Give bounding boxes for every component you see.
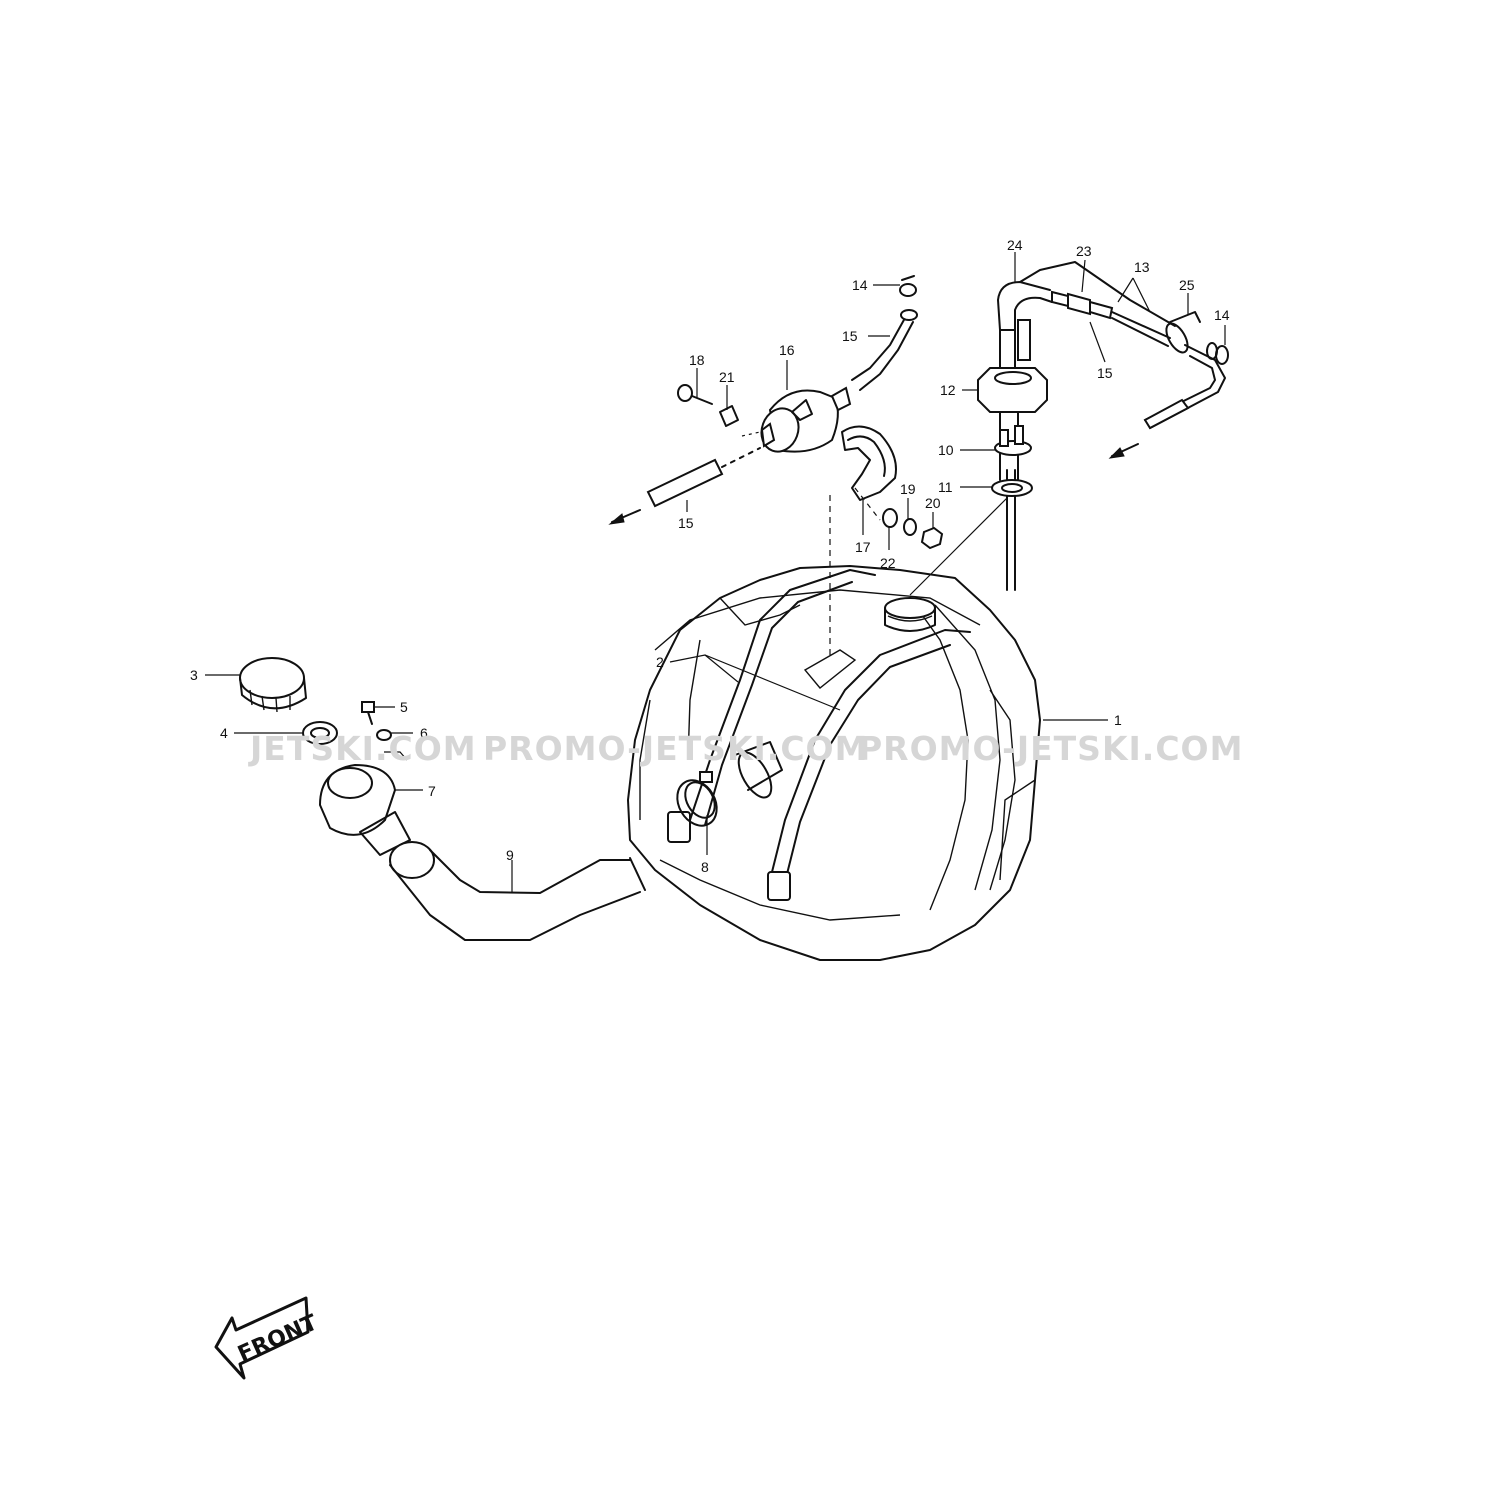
tank-strap: [667, 569, 971, 901]
pickup-flange-10: [994, 425, 1032, 456]
watermark-1: JETSKI.COM: [248, 729, 477, 768]
fuel-hose-15-top: [851, 309, 918, 391]
collar-22: [882, 508, 898, 528]
bolt-5: [361, 701, 375, 725]
washer-6: [376, 729, 392, 741]
band-25: [1165, 311, 1201, 354]
callout-16: 16: [779, 342, 795, 358]
nut-20: [920, 526, 944, 550]
callout-12: 12: [940, 382, 956, 398]
callout-8: 8: [701, 859, 709, 875]
check-valve-23: [1051, 290, 1114, 320]
callout-25: 25: [1179, 277, 1195, 293]
callout-leaders: [205, 252, 1226, 893]
fuel-tank: [627, 565, 1041, 961]
watermarks: JETSKI.COM PROMO-JETSKI.COM PROMO-JETSKI…: [248, 729, 1243, 768]
callout-15-right: 15: [1097, 365, 1113, 381]
fuel-hose-15-right: [1143, 344, 1226, 430]
callout-24: 24: [1007, 237, 1023, 253]
callout-2: 2: [656, 654, 664, 670]
callout-20: 20: [925, 495, 941, 511]
callout-14-top: 14: [852, 277, 868, 293]
clip-21: [719, 405, 739, 427]
hose-clip-14-top: [899, 275, 917, 297]
callout-13: 13: [1134, 259, 1150, 275]
fuel-line-13: [1019, 261, 1176, 347]
hose-clamp: [676, 771, 718, 827]
assembly-guide-lines: [741, 431, 1008, 660]
callout-3: 3: [190, 667, 198, 683]
callout-15-top: 15: [842, 328, 858, 344]
watermark-2: PROMO-JETSKI.COM: [483, 729, 868, 768]
callout-11: 11: [938, 479, 953, 495]
callout-6: 6: [420, 725, 428, 741]
flow-arrow-right: [1108, 443, 1139, 459]
callout-9: 9: [506, 847, 514, 863]
bolt-18: [677, 384, 713, 405]
nut-12: [977, 367, 1048, 413]
filler-cap: [239, 657, 307, 713]
filter-bracket-17: [841, 425, 897, 501]
callout-23: 23: [1076, 243, 1092, 259]
callout-17: 17: [855, 539, 871, 555]
flow-arrow-left: [608, 509, 641, 525]
front-arrow-icon: FRONT: [214, 1296, 321, 1380]
cap-gasket: [302, 721, 338, 745]
gasket-11: [991, 479, 1033, 497]
fuel-hose-15-left: [646, 447, 761, 508]
callout-5: 5: [400, 699, 408, 715]
callout-10: 10: [938, 442, 954, 458]
callout-labels: 1 2 3 4 5 6 7 8 9 10 11 12 13 14 14 15 1…: [190, 237, 1230, 875]
callout-18: 18: [689, 352, 705, 368]
hose-clip-14-right: [1206, 342, 1229, 365]
washer-19: [903, 518, 917, 536]
callout-19: 19: [900, 481, 916, 497]
fuel-filter: [760, 386, 852, 453]
callout-22: 22: [880, 555, 896, 571]
callout-21: 21: [719, 369, 735, 385]
callout-15-left: 15: [678, 515, 694, 531]
filler-neck: [319, 764, 411, 856]
filler-hose: [389, 841, 646, 941]
callout-4: 4: [220, 725, 228, 741]
callout-1: 1: [1114, 712, 1122, 728]
watermark-3: PROMO-JETSKI.COM: [858, 729, 1243, 768]
callout-14-right: 14: [1214, 307, 1230, 323]
callout-7: 7: [428, 783, 436, 799]
